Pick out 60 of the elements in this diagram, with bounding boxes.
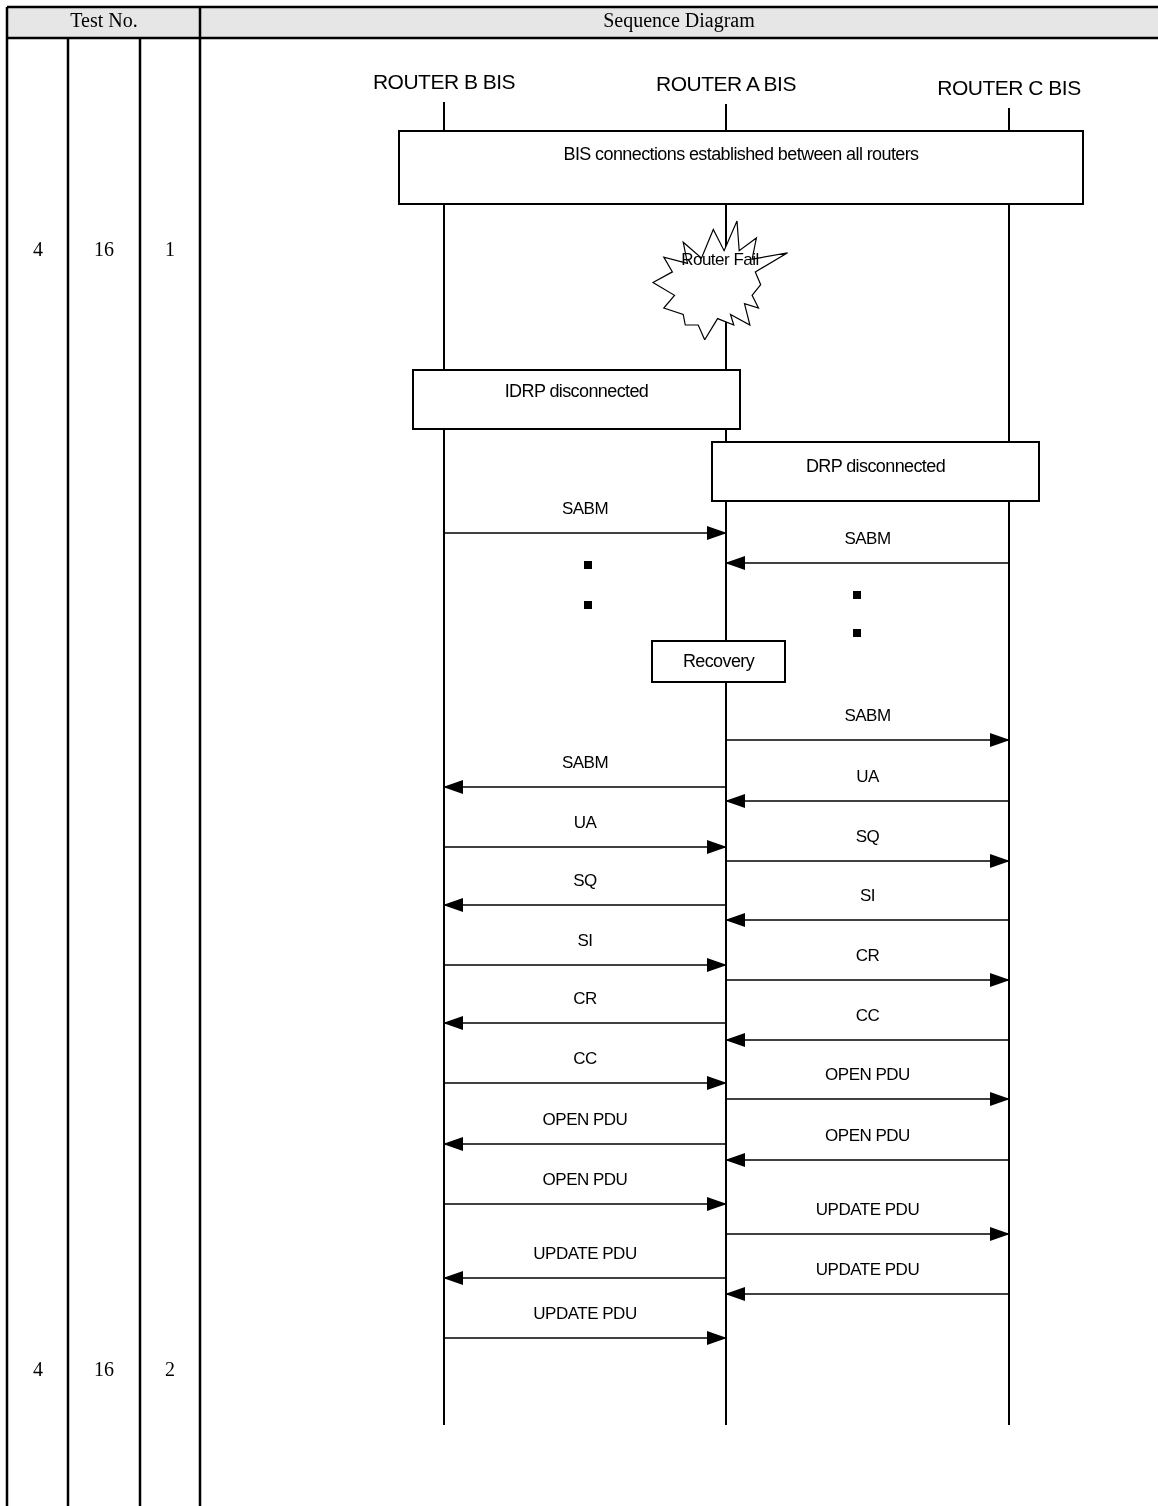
message-arrow: [725, 1092, 1010, 1106]
message-label: UA: [856, 767, 879, 787]
message-arrow: [725, 556, 1010, 570]
message-arrow: [443, 898, 727, 912]
state-box: Recovery: [651, 640, 786, 683]
message-arrow: [443, 1197, 727, 1211]
table-cell-text: 4: [33, 238, 43, 261]
message-arrow: [443, 526, 727, 540]
message-arrow: [443, 1076, 727, 1090]
column-header: Sequence Diagram: [603, 9, 755, 32]
message-arrow: [725, 854, 1010, 868]
message-label: SI: [859, 886, 876, 906]
state-box: IDRP disconnected: [412, 369, 741, 430]
message-label: OPEN PDU: [825, 1126, 910, 1146]
message-arrow: [443, 1271, 727, 1285]
message-arrow: [725, 973, 1010, 987]
table-cell-text: 1: [165, 238, 175, 261]
message-arrow: [725, 1153, 1010, 1167]
message-label: OPEN PDU: [542, 1170, 628, 1190]
message-arrow: [443, 840, 727, 854]
message-label: SI: [577, 931, 593, 951]
message-label: UA: [573, 813, 597, 833]
table-cell-text: 2: [165, 1358, 175, 1381]
lifeline-header: ROUTER A BIS: [656, 72, 796, 96]
state-box: DRP disconnected: [711, 441, 1040, 502]
message-arrow: [443, 1016, 727, 1030]
message-label: OPEN PDU: [825, 1065, 910, 1085]
message-label: SABM: [844, 706, 891, 726]
message-arrow: [443, 780, 727, 794]
message-arrow: [725, 733, 1010, 747]
message-label: UPDATE PDU: [533, 1304, 637, 1324]
message-label: SABM: [561, 753, 609, 773]
lifeline-header: ROUTER B BIS: [372, 70, 516, 94]
message-arrow: [443, 1137, 727, 1151]
message-arrow: [725, 1287, 1010, 1301]
message-label: SABM: [561, 499, 609, 519]
message-label: SQ: [573, 871, 597, 891]
message-label: UPDATE PDU: [815, 1260, 920, 1280]
message-label: CR: [573, 989, 597, 1009]
message-arrow: [725, 794, 1010, 808]
message-label: UPDATE PDU: [533, 1244, 637, 1264]
lifeline-header: ROUTER C BIS: [937, 76, 1081, 100]
message-label: CR: [855, 946, 880, 966]
message-arrow: [443, 1331, 727, 1345]
message-label: CC: [855, 1006, 880, 1026]
message-label: UPDATE PDU: [815, 1200, 920, 1220]
message-arrow: [443, 958, 727, 972]
message-arrow: [725, 1033, 1010, 1047]
table-cell-text: 16: [94, 1358, 114, 1381]
starburst-shape: Router Fail: [650, 218, 790, 340]
table-cell-text: 16: [94, 238, 114, 261]
message-label: CC: [573, 1049, 597, 1069]
message-label: OPEN PDU: [542, 1110, 628, 1130]
message-label: SABM: [844, 529, 891, 549]
table-cell-text: 4: [33, 1358, 43, 1381]
message-label: SQ: [855, 827, 880, 847]
column-header: Test No.: [70, 9, 138, 32]
message-arrow: [725, 1227, 1010, 1241]
message-arrow: [725, 913, 1010, 927]
state-box: BIS connections established between all routers: [398, 130, 1084, 205]
